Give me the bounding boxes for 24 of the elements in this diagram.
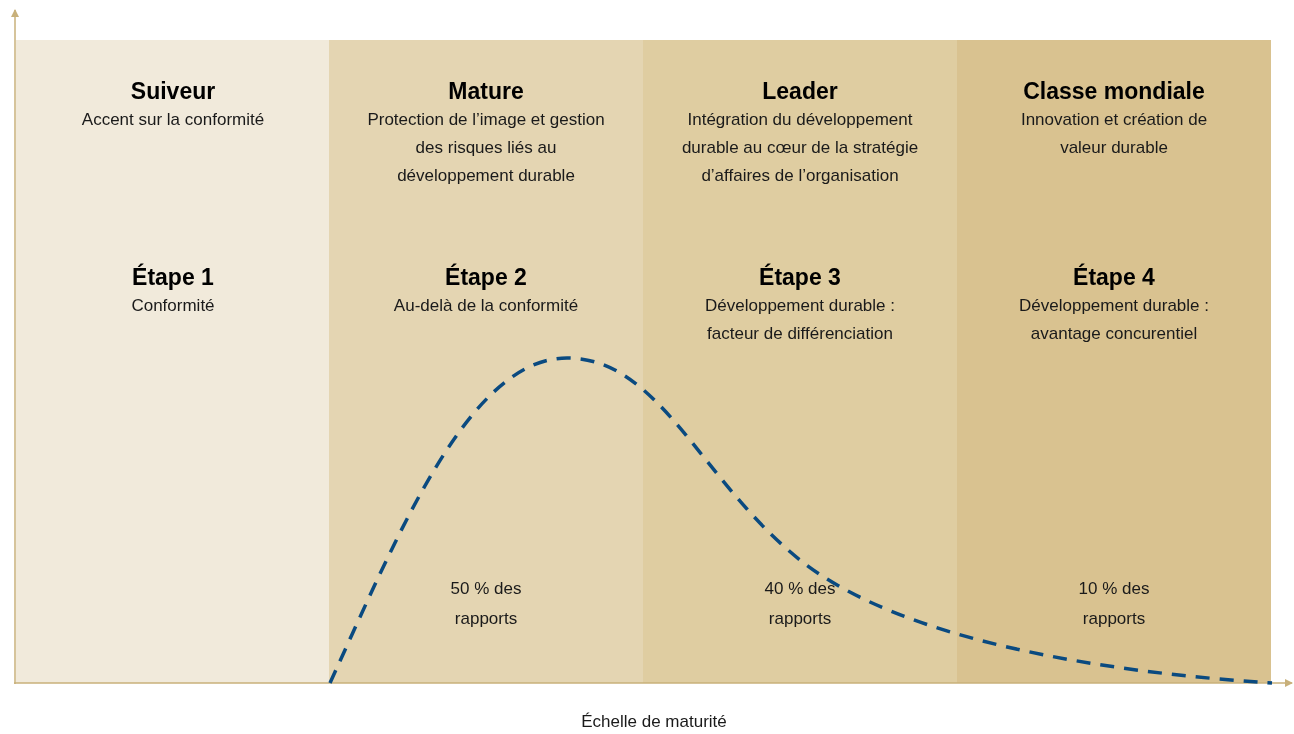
step-description: Développement durable : facteur de différenciation: [704, 295, 896, 345]
step-description: Conformité: [131, 295, 215, 317]
step-title: Étape 3: [759, 262, 841, 292]
stage-band: [643, 40, 957, 683]
stage-description: Intégration du développement durable au cœur de la stratégie d’affaires de l’organisation: [680, 109, 920, 187]
step-title: Étape 2: [445, 262, 527, 292]
stage-title: Classe mondiale: [1023, 77, 1205, 106]
step-description: Développement durable : avantage concurentiel: [1018, 295, 1210, 345]
stage-description: Innovation et création de valeur durable: [1019, 109, 1209, 159]
stage-band: [329, 40, 643, 683]
step-title: Étape 1: [132, 262, 214, 292]
stage-description: Protection de l’image et gestion des risques liés au développement durable: [366, 109, 606, 187]
report-share: 50 % des rapports: [449, 578, 523, 630]
stage-title: Mature: [448, 77, 524, 106]
axis-label: Échelle de maturité: [580, 711, 728, 733]
stage-band: [16, 40, 330, 683]
step-title: Étape 4: [1073, 262, 1155, 292]
stage-title: Leader: [762, 77, 838, 106]
report-share: 40 % des rapports: [763, 578, 837, 630]
stage-description: Accent sur la conformité: [81, 109, 265, 131]
step-description: Au-delà de la conformité: [393, 295, 579, 317]
report-share: 10 % des rapports: [1077, 578, 1151, 630]
stage-band: [957, 40, 1271, 683]
stage-title: Suiveur: [130, 77, 216, 106]
